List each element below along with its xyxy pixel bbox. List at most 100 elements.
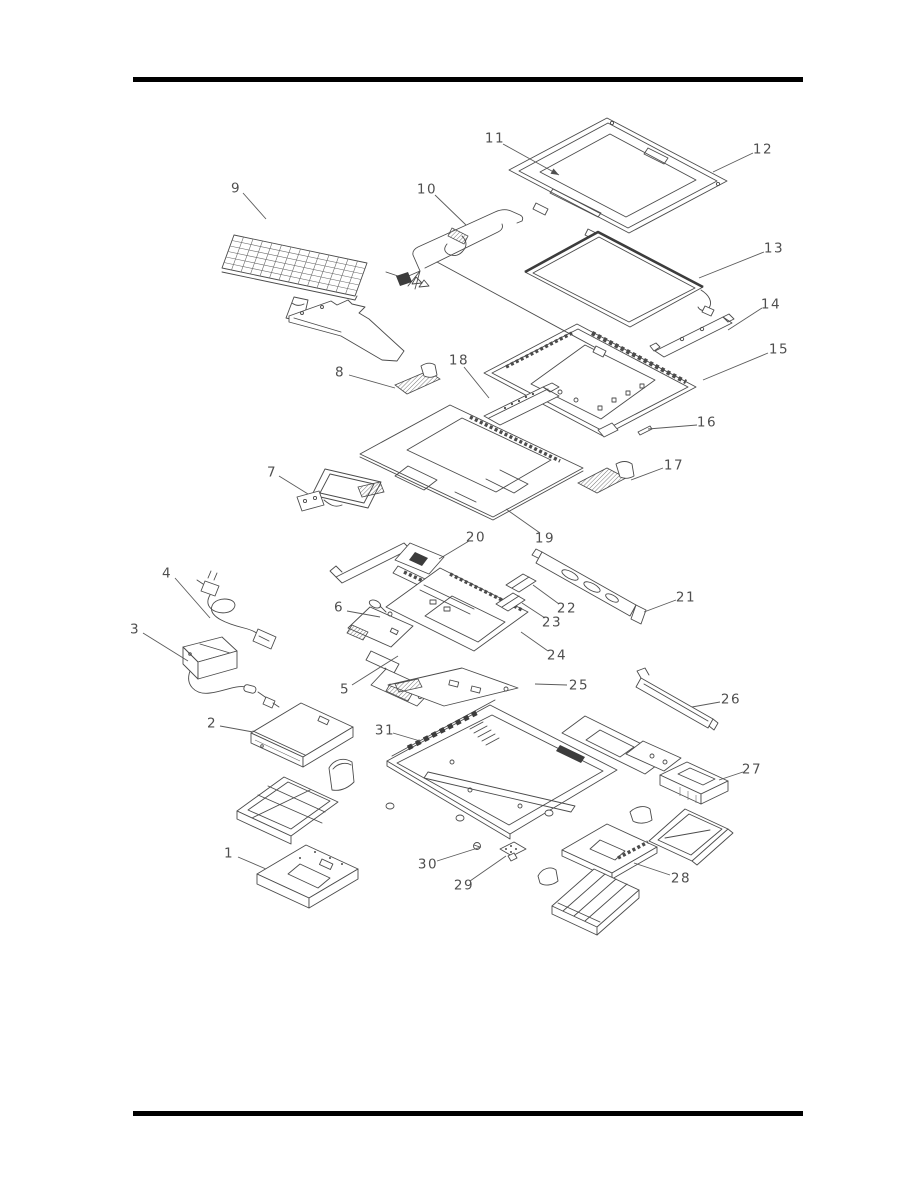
callout-leader-16 (647, 424, 698, 430)
part-23-bracket (495, 592, 526, 612)
part-25-long-board (387, 667, 519, 707)
callout-leader-23 (521, 602, 546, 619)
callout-leader-1 (237, 856, 267, 870)
callout-number-23: 23 (542, 615, 562, 631)
part-12-display-bezel (508, 117, 728, 242)
part-22-bracket (505, 573, 537, 593)
callout-leader-5 (351, 655, 399, 686)
battery-frame-tray (236, 776, 339, 845)
part-20-cpu-module (329, 542, 445, 584)
callout-number-9: 9 (231, 181, 241, 197)
pcmcia-shield (561, 715, 682, 775)
callout-number-10: 10 (417, 182, 437, 198)
part-1-floppy-module (256, 844, 359, 909)
callout-number-12: 12 (753, 142, 773, 158)
part-4-power-cord (196, 570, 277, 650)
callout-number-8: 8 (335, 365, 345, 381)
callout-number-7: 7 (267, 465, 277, 481)
callout-leader-31 (392, 732, 421, 742)
part-21-rear-rail (531, 548, 647, 625)
callout-number-29: 29 (454, 878, 474, 894)
callout-leader-25 (534, 683, 568, 686)
callout-leader-29 (469, 855, 507, 882)
part-2-cdrom-drive (250, 702, 354, 768)
callout-leader-6 (346, 610, 381, 618)
part-28-hdd (561, 806, 658, 880)
callout-number-26: 26 (721, 692, 741, 708)
drive-tray (648, 808, 734, 866)
top-rule (133, 77, 803, 82)
callout-leader-8 (348, 374, 396, 389)
part-8-connector-board (394, 362, 441, 395)
callout-leader-21 (643, 599, 677, 613)
callout-number-6: 6 (334, 600, 344, 616)
part-6-io-board (346, 599, 414, 648)
part-18-led-board (483, 382, 560, 426)
callout-number-24: 24 (547, 648, 567, 664)
part-14-inverter-board (649, 313, 735, 358)
callout-leader-3 (142, 632, 189, 662)
part-3-ac-adapter (182, 636, 280, 709)
callout-leader-26 (691, 701, 721, 708)
part-17-speaker (577, 461, 635, 494)
part-24-mainboard (385, 567, 529, 652)
keyboard-shield-plate (288, 299, 405, 362)
callout-number-5: 5 (340, 682, 350, 698)
callout-number-20: 20 (466, 530, 486, 546)
callout-number-25: 25 (569, 678, 589, 694)
callout-leader-18 (463, 366, 490, 399)
callout-leader-28 (633, 862, 671, 876)
callout-number-19: 19 (535, 531, 555, 547)
callout-number-2: 2 (207, 716, 217, 732)
callout-leader-24 (520, 631, 549, 652)
callout-leader-11 (502, 143, 560, 176)
part-31-lower-case (386, 699, 618, 840)
callout-number-13: 13 (764, 241, 784, 257)
callout-leader-4 (174, 577, 211, 619)
callout-number-1: 1 (224, 846, 234, 862)
callout-number-17: 17 (664, 458, 684, 474)
callout-leader-2 (219, 725, 254, 733)
callout-leader-30 (436, 846, 482, 862)
callout-number-3: 3 (130, 622, 140, 638)
screws (385, 802, 554, 822)
callout-number-30: 30 (418, 857, 438, 873)
part-26-rail-strip (635, 667, 719, 731)
part-16-screw (637, 425, 653, 436)
part-13-lcd-panel (524, 230, 715, 328)
part-29-bracket (499, 841, 527, 862)
callout-number-15: 15 (769, 342, 789, 358)
callout-leader-22 (532, 584, 560, 605)
callout-leader-12 (712, 152, 754, 173)
callout-number-18: 18 (449, 353, 469, 369)
callout-leader-7 (278, 475, 309, 495)
part-15-lcd-housing (483, 323, 697, 438)
callout-leader-10 (434, 194, 467, 226)
callout-number-11: 11 (485, 131, 505, 147)
callout-leader-9 (242, 192, 267, 220)
callout-number-16: 16 (697, 415, 717, 431)
drive-cage (537, 867, 640, 936)
callout-leader-17 (630, 467, 664, 481)
part-27-battery-pack (659, 761, 729, 805)
callout-number-4: 4 (162, 566, 172, 582)
callout-leader-13 (698, 251, 765, 279)
callout-leader-27 (718, 771, 744, 781)
part-10-cable-harness (385, 209, 607, 358)
callout-number-27: 27 (742, 762, 762, 778)
bottom-rule (133, 1111, 803, 1116)
wedge-bracket (328, 758, 355, 791)
callout-leader-20 (438, 540, 470, 560)
callout-arrowhead-11 (550, 168, 559, 175)
callout-leader-15 (702, 352, 769, 381)
callout-number-22: 22 (557, 601, 577, 617)
callout-leader-14 (727, 307, 763, 331)
part-19-upper-case (359, 404, 584, 521)
callout-number-28: 28 (671, 871, 691, 887)
callout-number-14: 14 (761, 297, 781, 313)
part-7-touchpad-assembly (296, 468, 385, 512)
callout-number-31: 31 (375, 723, 395, 739)
